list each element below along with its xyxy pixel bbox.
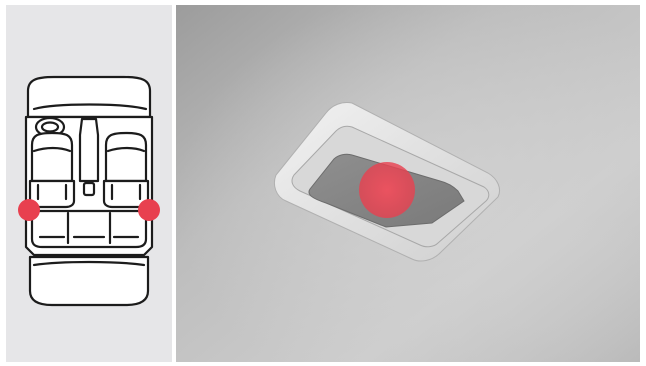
- light-marker: [359, 162, 415, 218]
- ceiling-light-panel: [176, 5, 640, 362]
- left-rear-marker: [18, 199, 40, 221]
- right-rear-marker: [138, 199, 160, 221]
- car-top-view-icon: [6, 5, 172, 362]
- car-diagram-panel: [6, 5, 172, 362]
- ceiling-light-icon: [176, 5, 640, 362]
